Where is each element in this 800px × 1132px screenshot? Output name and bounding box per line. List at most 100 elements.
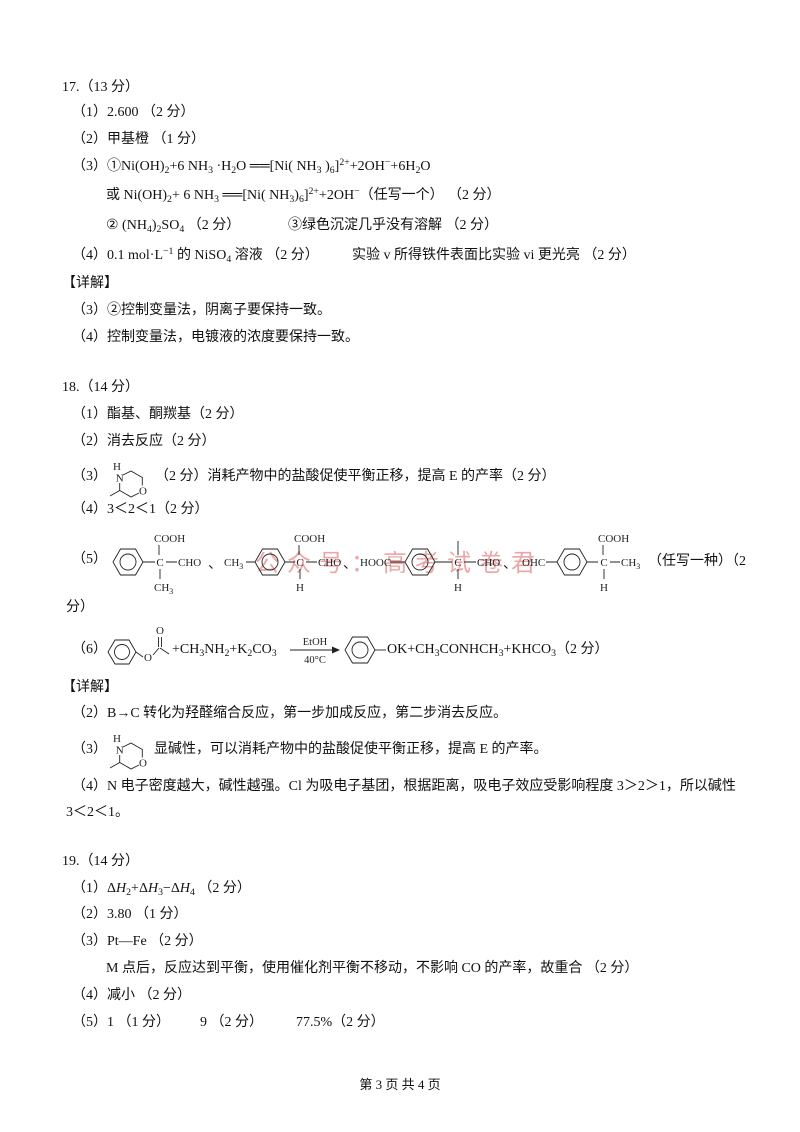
subscript: 2 <box>224 648 230 660</box>
q19-answer-3: （3）Pt—Fe （2 分） <box>72 934 203 949</box>
text-run: ] <box>303 188 309 203</box>
hydrogen-label: H <box>600 582 608 594</box>
aromatic-circle <box>114 644 130 660</box>
q18-heading: 18.（14 分） <box>62 380 139 395</box>
text-run: （2 分） <box>184 218 241 233</box>
subscript: 3 <box>316 165 322 177</box>
oxygen-label: O <box>139 486 147 498</box>
carboxyl-label: COOH <box>598 533 629 545</box>
q17-answer-3-alt-equation: 或 Ni(OH)2+ 6 NH3 ══[Ni( NH3)6]2++2OH−（任写… <box>106 187 444 205</box>
q19-answer-5-part-3: 77.5%（2 分） <box>296 1015 385 1030</box>
isomer-structure-1: C COOH CH3 CHO <box>112 533 201 596</box>
q18-answer-4: （4）3＜2＜1（2 分） <box>72 502 209 517</box>
subscript: 6 <box>329 165 335 177</box>
subscript: 3 <box>289 194 295 206</box>
aldehyde-label: CHO <box>178 557 201 569</box>
hydrogen-label: H <box>296 582 304 594</box>
subscript: 4 <box>190 887 195 899</box>
amine-hydrogen-label: H <box>113 461 121 473</box>
morpholine-bonds <box>109 742 143 770</box>
subscript: 3 <box>158 887 163 899</box>
benzene-ring <box>556 548 588 576</box>
methyl-text: CH <box>621 557 636 569</box>
amine-hydrogen-label: H <box>113 733 121 745</box>
q18-answer-6-reagents: +CH3NH2+K2CO3 <box>172 641 277 659</box>
q17-answer-4-solution: （4）0.1 mol·L−1 的 NiSO4 溶液 （2 分） <box>72 247 319 265</box>
condition-temperature: 40°C <box>304 655 326 666</box>
methyl-subscript: 3 <box>636 562 640 571</box>
text-run: CO <box>252 642 272 657</box>
aromatic-circle <box>351 641 369 659</box>
carbon-label: C <box>600 557 607 569</box>
subscript: 3 <box>271 648 277 660</box>
q19-answer-1: （1）ΔH2+ΔH3−ΔH4 （2 分） <box>72 880 251 898</box>
bonds <box>143 545 177 579</box>
q19-answer-3-note: M 点后，反应达到平衡，使用催化剂平衡不移动，不影响 CO 的产率，故重合 （2… <box>106 961 639 976</box>
reaction-arrow: EtOH 40°C <box>290 637 340 666</box>
superscript: −1 <box>163 246 174 258</box>
text-run: （1）Δ <box>72 881 117 896</box>
subscript: 2 <box>167 194 172 206</box>
methyl-text: CH <box>154 582 169 594</box>
superscript: − <box>384 157 391 169</box>
subscript: 4 <box>179 224 185 236</box>
q18-answer-5-wrap: 分） <box>66 600 94 615</box>
text-run: O ══[Ni( NH <box>236 159 317 174</box>
subscript: 2 <box>156 224 162 236</box>
superscript: − <box>354 186 360 198</box>
subscript: 2 <box>164 165 170 177</box>
q17-answer-1: （1）2.600 （2 分） <box>72 105 195 120</box>
hydrogen-label: H <box>454 582 462 594</box>
arrow-head <box>332 646 340 654</box>
methyl-label: CH3 <box>621 557 640 571</box>
aromatic-circle <box>563 553 581 571</box>
q18-answer-3-text: （2 分）消耗产物中的盐酸促使平衡正移，提高 E 的产率（2 分） <box>155 469 556 484</box>
text-run: +Δ <box>131 881 148 896</box>
nitrogen-label: N <box>116 473 124 485</box>
q19-heading: 19.（14 分） <box>62 854 139 869</box>
methyl-subscript: 3 <box>239 562 243 571</box>
morpholine-bonds <box>109 470 143 498</box>
nitrogen-label: N <box>116 745 124 757</box>
q19-answer-4: （4）减小 （2 分） <box>72 988 191 1003</box>
benzene-ring <box>112 548 144 576</box>
condition-solvent: EtOH <box>303 637 328 648</box>
subscript: 4 <box>146 224 152 236</box>
q17-answer-3-alt-score: （2 分） <box>448 188 501 203</box>
text-run: ② (NH <box>106 218 147 233</box>
phenyl-acetate-structure: O O <box>107 625 170 665</box>
q18-detail-title: 【详解】 <box>62 680 118 695</box>
text-run: 溶液 （2 分） <box>231 248 319 263</box>
page-footer: 第 3 页 共 4 页 <box>359 1077 441 1092</box>
subscript: 2 <box>247 648 253 660</box>
separator: 、 <box>208 557 222 572</box>
q18-answer-1: （1）酯基、酮羰基（2 分） <box>72 407 244 422</box>
text-run: +6H <box>390 159 416 174</box>
carbonyl-oxygen-label: O <box>156 625 164 637</box>
superscript: 2+ <box>308 186 319 198</box>
text-run: +2OH <box>349 159 385 174</box>
carboxyl-label: COOH <box>294 533 325 545</box>
text-run: +2OH <box>318 188 355 203</box>
text-run: ) <box>151 218 157 233</box>
subscript: 3 <box>498 648 504 660</box>
italic-symbol: H <box>179 881 191 896</box>
q18-detail-3-label: （3） <box>72 742 107 757</box>
ester-oxygen-label: O <box>144 652 152 664</box>
text-run: 的 NiSO <box>173 248 227 263</box>
q17-answer-3-part-3: ③绿色沉淀几乎没有溶解 （2 分） <box>288 218 498 233</box>
subscript: 3 <box>551 648 556 660</box>
bonds <box>546 545 620 579</box>
text-run: （4）0.1 mol·L <box>72 248 163 263</box>
q19-answer-5-part-1: （5）1 （1 分） <box>72 1015 170 1030</box>
subscript: 2 <box>231 165 237 177</box>
text-run: ·H <box>212 159 232 174</box>
subscript: 3 <box>208 165 213 177</box>
text-run: （任写一个） <box>359 188 444 203</box>
carbon-label: C <box>156 557 163 569</box>
aromatic-circle <box>119 553 137 571</box>
text-run: SO <box>161 218 180 233</box>
italic-symbol: H <box>147 881 159 896</box>
subscript: 2 <box>126 887 132 899</box>
morpholine-structure-detail: H N O <box>109 733 147 770</box>
